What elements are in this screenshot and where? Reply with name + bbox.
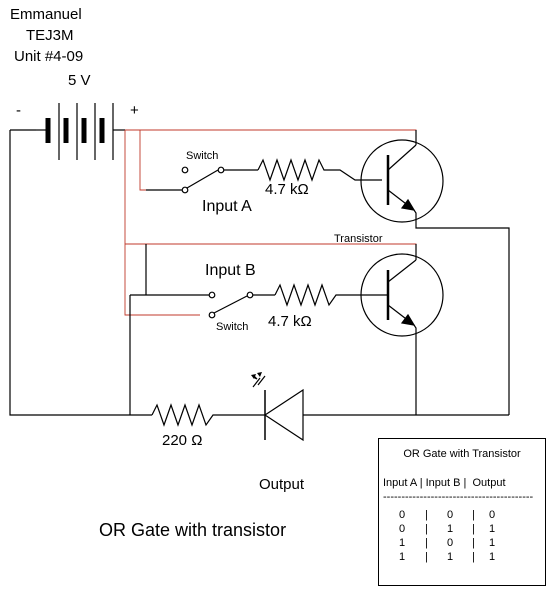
switch-a-symbol <box>146 166 258 194</box>
resistor-a-symbol <box>257 158 382 182</box>
truth-table: OR Gate with Transistor Input A | Input … <box>378 438 546 586</box>
transistor-b-symbol <box>360 244 444 415</box>
battery-minus: - <box>16 102 21 119</box>
battery-plus: + <box>130 102 139 119</box>
transistor-label: Transistor <box>334 233 383 245</box>
ground-wire <box>9 130 130 416</box>
resistor-a-label: 4.7 kΩ <box>265 181 309 198</box>
transistor-a-symbol <box>360 130 510 415</box>
resistor-b-label: 4.7 kΩ <box>268 313 312 330</box>
truth-table-header: Input A | Input B | Output <box>383 477 506 489</box>
author-name: Emmanuel <box>10 6 82 23</box>
truth-table-title: OR Gate with Transistor <box>403 448 521 460</box>
input-b-label: Input B <box>205 262 256 279</box>
truth-table-separator: ----------------------------------------… <box>383 491 534 503</box>
battery-voltage: 5 V <box>68 72 91 89</box>
resistor-out-symbol <box>151 403 265 427</box>
switch-a-label: Switch <box>186 150 219 162</box>
input-a-label: Input A <box>202 198 252 215</box>
resistor-b-symbol <box>274 283 388 307</box>
battery-symbol <box>10 103 125 160</box>
switch-b-label: Switch <box>216 321 249 333</box>
switch-b-symbol <box>130 244 275 319</box>
output-label: Output <box>259 476 305 493</box>
resistor-out-label: 220 Ω <box>162 432 203 449</box>
unit-label: Unit #4-09 <box>14 48 84 65</box>
course-code: TEJ3M <box>26 27 74 44</box>
led-symbol <box>252 374 509 442</box>
diagram-caption: OR Gate with transistor <box>99 520 287 540</box>
